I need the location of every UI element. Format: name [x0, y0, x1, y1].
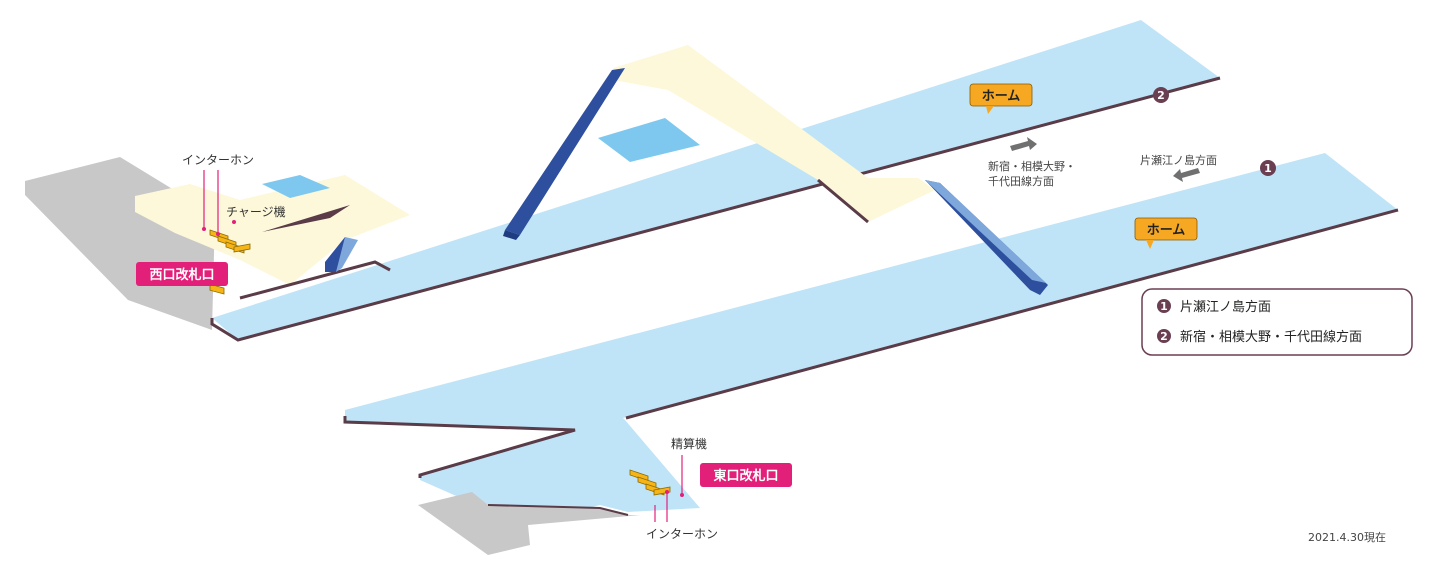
intercom-west-label: インターホン: [182, 153, 254, 167]
intercom-east-label: インターホン: [646, 527, 718, 541]
charge-machine-label: チャージ機: [226, 204, 286, 219]
west-exit-area: [25, 157, 215, 330]
fare-machine-label: 精算機: [671, 436, 707, 451]
direction-shinjuku-line2: 千代田線方面: [988, 174, 1054, 188]
svg-text:ホーム: ホーム: [1147, 223, 1186, 238]
stairs-bridge-down: [925, 180, 1048, 295]
arrow-left-icon: [1173, 168, 1200, 182]
stairs-west: [325, 237, 358, 272]
svg-text:2: 2: [1160, 330, 1168, 343]
bridge-concourse: [598, 45, 935, 224]
direction-katase: 片瀬江ノ島方面: [1140, 153, 1217, 167]
legend-box: 1 片瀬江ノ島方面 2 新宿・相模大野・千代田線方面: [1141, 288, 1413, 356]
platform-1-marker: 1: [1260, 160, 1276, 176]
platform-2-marker: 2: [1153, 87, 1169, 103]
svg-text:1: 1: [1264, 162, 1272, 175]
svg-text:ホーム: ホーム: [982, 89, 1021, 104]
east-ticket-gates: [629, 469, 671, 496]
svg-text:東口改札口: 東口改札口: [713, 468, 778, 484]
east-exit-area: [418, 492, 640, 555]
svg-text:新宿・相模大野・千代田線方面: 新宿・相模大野・千代田線方面: [1180, 329, 1362, 345]
home-badge-lower: ホーム: [1134, 217, 1198, 249]
svg-text:片瀬江ノ島方面: 片瀬江ノ島方面: [1180, 299, 1271, 315]
lower-platform: [343, 153, 1399, 525]
direction-shinjuku-line1: 新宿・相模大野・: [988, 159, 1076, 173]
svg-text:1: 1: [1160, 300, 1168, 313]
legend-item-1: 1 片瀬江ノ島方面: [1157, 299, 1271, 315]
home-badge-upper: ホーム: [969, 83, 1033, 114]
west-gate-badge: 西口改札口: [136, 262, 228, 286]
svg-text:西口改札口: 西口改札口: [149, 267, 214, 283]
legend-item-2: 2 新宿・相模大野・千代田線方面: [1157, 329, 1362, 345]
svg-text:2: 2: [1157, 89, 1165, 102]
arrow-right-icon: [1010, 137, 1037, 151]
east-gate-badge: 東口改札口: [700, 463, 792, 487]
date-label: 2021.4.30現在: [1308, 531, 1386, 544]
upper-platform: [210, 20, 1221, 342]
leader-lines: [202, 170, 684, 522]
west-ticket-gates: [209, 229, 251, 295]
stairs-bridge-up: [503, 68, 625, 240]
